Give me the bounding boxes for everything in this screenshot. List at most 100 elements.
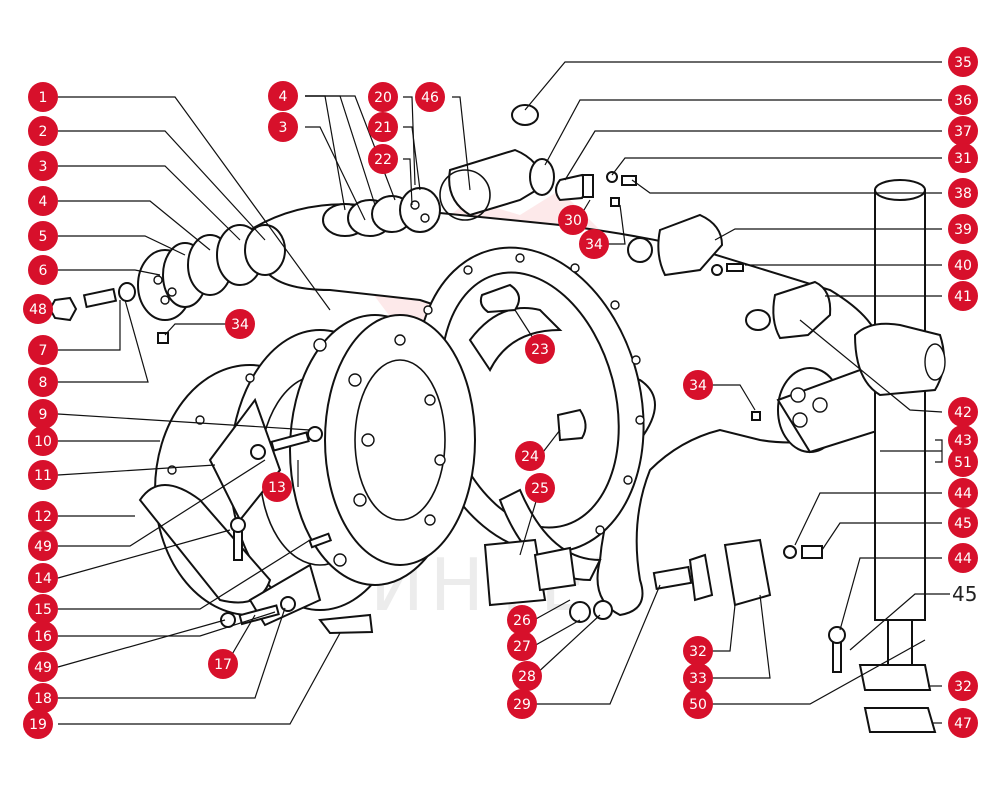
callout-number: 51 [954, 455, 972, 471]
callout-number: 12 [34, 509, 52, 525]
cylinder-39 [657, 213, 724, 277]
callout-42: 42 [948, 397, 978, 427]
callout-8: 8 [28, 367, 58, 397]
callout-circle [579, 229, 609, 259]
callout-48: 48 [23, 294, 53, 324]
callout-number: 3 [39, 159, 48, 175]
callout-circle [948, 397, 978, 427]
callout-number: 4 [39, 194, 48, 210]
callout-number: 27 [513, 639, 531, 655]
callout-21: 21 [368, 112, 398, 142]
caliper-body [483, 538, 547, 607]
callout-number: 34 [689, 378, 707, 394]
callout-number: 40 [954, 258, 972, 274]
callout-39: 39 [948, 214, 978, 244]
vertical-post [874, 189, 926, 621]
callout-circle [28, 335, 58, 365]
callout-circle [28, 186, 58, 216]
callout-number: 10 [34, 434, 52, 450]
callout-3: 3 [268, 112, 298, 142]
callout-2: 2 [28, 116, 58, 146]
callout-4: 4 [268, 81, 298, 111]
callout-circle [512, 661, 542, 691]
callout-number: 3 [279, 120, 288, 136]
callout-number: 25 [531, 481, 549, 497]
callout-11: 11 [28, 460, 58, 490]
callout-35: 35 [948, 47, 978, 77]
callout-16: 16 [28, 621, 58, 651]
callout-circle [948, 143, 978, 173]
callout-number: 8 [39, 375, 48, 391]
callout-38: 38 [948, 178, 978, 208]
plate-19 [318, 613, 374, 635]
callout-circle [948, 447, 978, 477]
callout-19: 19 [23, 709, 53, 739]
callout-12: 12 [28, 501, 58, 531]
callout-number: 1 [39, 90, 48, 106]
callout-number: 29 [513, 697, 531, 713]
callout-number: 43 [954, 433, 972, 449]
bracket-eye [529, 158, 555, 196]
nipple-34c [610, 197, 620, 207]
callout-circle [28, 367, 58, 397]
callout-circle [683, 689, 713, 719]
callout-number: 41 [954, 289, 972, 305]
callout-26: 26 [507, 605, 537, 635]
callout-46: 46 [415, 82, 445, 112]
callout-number: 16 [34, 629, 52, 645]
callout-circle [28, 621, 58, 651]
callout-circle [948, 478, 978, 508]
bearing-22 [399, 187, 441, 233]
callout-number: 15 [34, 602, 52, 618]
callout-number: 13 [268, 480, 286, 496]
callout-15: 15 [28, 594, 58, 624]
plate-47 [863, 707, 937, 733]
callout-circle [948, 250, 978, 280]
nut-48 [48, 296, 78, 322]
callout-circle [23, 294, 53, 324]
callout-40: 40 [948, 250, 978, 280]
callout-number: 39 [954, 222, 972, 238]
callout-44: 44 [948, 478, 978, 508]
callout-number: 28 [518, 669, 536, 685]
callout-number: 47 [954, 716, 972, 732]
callout-circle [515, 441, 545, 471]
parts-drawing [48, 104, 946, 733]
callout-number: 9 [39, 407, 48, 423]
callout-number: 31 [954, 151, 972, 167]
callout-number: 46 [421, 90, 439, 106]
callout-circle [948, 508, 978, 538]
callout-14: 14 [28, 563, 58, 593]
callout-41: 41 [948, 281, 978, 311]
callout-number: 26 [513, 613, 531, 629]
callout-circle [28, 255, 58, 285]
callout-number: 4 [279, 89, 288, 105]
spacer-33 [723, 538, 772, 607]
callout-circle [225, 309, 255, 339]
callout-number: 44 [954, 486, 972, 502]
callout-20: 20 [368, 82, 398, 112]
callout-51: 51 [948, 447, 978, 477]
callout-32: 32 [683, 636, 713, 666]
callout-number: 7 [39, 343, 48, 359]
bolt-45 [801, 545, 823, 559]
callout-circle [558, 205, 588, 235]
callout-number: 45 [954, 516, 972, 532]
callout-47: 47 [948, 708, 978, 738]
callout-number: 19 [29, 717, 47, 733]
callout-49: 49 [28, 531, 58, 561]
callout-number: 44 [954, 551, 972, 567]
bolt-40 [726, 263, 744, 272]
callout-45: 45 [948, 508, 978, 538]
callout-circle [507, 605, 537, 635]
callout-49: 49 [28, 652, 58, 682]
callout-number: 11 [34, 468, 52, 484]
callout-number: 32 [954, 679, 972, 695]
callout-circle [948, 47, 978, 77]
callout-number: 33 [689, 671, 707, 687]
callout-circle [525, 334, 555, 364]
callout-25: 25 [525, 473, 555, 503]
bracket-30 [582, 174, 594, 198]
callout-circle [683, 663, 713, 693]
